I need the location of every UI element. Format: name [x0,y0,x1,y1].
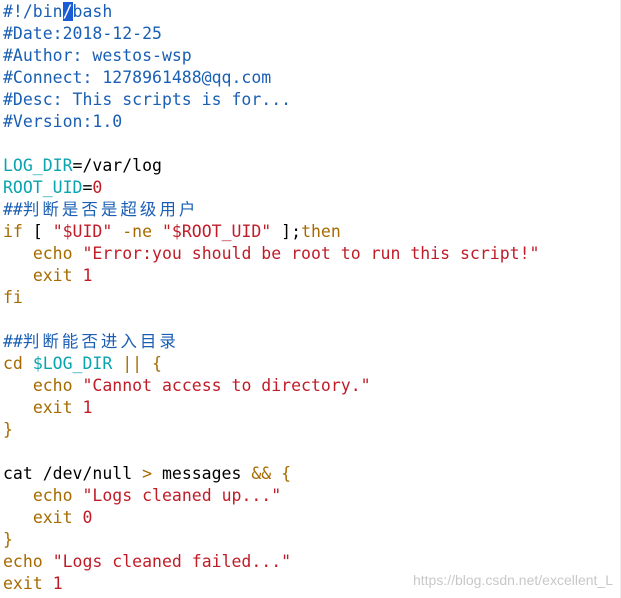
code-token: ROOT_UID [3,178,83,197]
code-line[interactable]: #Desc: This scripts is for... [3,89,621,111]
code-token: [ [22,222,53,241]
code-token [23,354,33,373]
code-token [43,574,53,593]
code-line[interactable]: exit 1 [3,573,621,595]
code-token [3,398,33,417]
code-token [73,486,83,505]
code-token [3,486,33,505]
code-token: 0 [82,508,93,527]
code-line[interactable]: echo "Cannot access to directory." [3,375,621,397]
code-token [3,266,33,285]
code-line[interactable]: #Version:1.0 [3,111,621,133]
code-token: exit [32,266,73,285]
code-token: > [142,464,153,483]
code-token: exit [32,508,73,527]
code-token: if [3,222,23,241]
code-token: LOG_DIR [3,156,73,175]
code-token: #!/bin [3,2,63,21]
code-line[interactable]: } [3,529,621,551]
watermark: https://blog.csdn.net/excellent_L [412,572,613,588]
code-token: exit [3,574,43,593]
code-token: ## [3,200,23,219]
code-token [73,398,83,417]
code-token: =/var/log [72,156,162,175]
code-token [73,244,83,263]
code-line[interactable]: echo "Logs cleaned failed..." [3,551,621,573]
code-token: = [82,178,93,197]
code-token: #Date:2018-12-25 [3,24,162,43]
code-token: "Logs cleaned failed..." [52,552,292,571]
code-token [3,244,33,263]
code-line[interactable]: LOG_DIR=/var/log [3,155,621,177]
code-token: $LOG_DIR [32,354,113,373]
code-line[interactable]: exit 1 [3,265,621,287]
code-token: -ne [112,222,162,241]
code-line[interactable]: #!/bin/bash [3,1,621,23]
code-line[interactable]: #Author: westos-wsp [3,45,621,67]
code-token: echo [32,244,73,263]
code-line[interactable] [3,441,621,463]
code-line[interactable]: exit 1 [3,397,621,419]
code-token: "$UID" [52,222,113,241]
code-token: "Logs cleaned up..." [82,486,282,505]
code-line[interactable]: } [3,419,621,441]
code-token [3,508,33,527]
code-token: 1 [82,266,93,285]
code-line[interactable] [3,133,621,155]
code-token [43,552,53,571]
code-editor[interactable]: #!/bin/bash#Date:2018-12-25#Author: west… [3,1,621,598]
code-token: ## [3,332,23,351]
code-token: #Author: westos-wsp [3,46,192,65]
code-token [3,376,33,395]
code-token: 1 [52,574,63,593]
code-token: fi [3,288,23,307]
code-token: "$ROOT_UID" [161,222,272,241]
code-token: echo [3,552,43,571]
code-token: ]; [271,222,302,241]
code-line[interactable]: echo "Error:you should be root to run th… [3,243,621,265]
code-token: "Error:you should be root to run this sc… [82,244,540,263]
code-token: 1 [82,398,93,417]
code-line[interactable]: ROOT_UID=0 [3,177,621,199]
code-token: 判断是否是超级用户 [22,200,199,219]
code-token: then [301,222,341,241]
code-token: } [3,420,13,439]
code-line[interactable]: ##判断是否是超级用户 [3,199,621,221]
text-cursor: / [62,2,73,21]
code-token: messages [152,464,252,483]
code-token: cd [3,354,23,373]
code-token: #Desc: This scripts is for... [3,90,292,109]
code-token: cat /dev/null [3,464,143,483]
code-line[interactable]: echo "Logs cleaned up..." [3,485,621,507]
code-line[interactable]: ##判断能否进入目录 [3,331,621,353]
code-token: echo [32,376,73,395]
code-token [73,266,83,285]
code-token [73,508,83,527]
code-token: #Version:1.0 [3,112,123,131]
code-token: "Cannot access to directory." [82,376,371,395]
code-line[interactable]: cd $LOG_DIR || { [3,353,621,375]
code-token: 判断能否进入目录 [22,332,179,351]
code-token: exit [32,398,73,417]
code-line[interactable]: #Connect: 1278961488@qq.com [3,67,621,89]
code-token: #Connect: 1278961488@qq.com [3,68,272,87]
code-line[interactable]: cat /dev/null > messages && { [3,463,621,485]
code-token: || { [112,354,162,373]
code-line[interactable] [3,309,621,331]
code-token [73,376,83,395]
code-token: && { [251,464,292,483]
code-line[interactable]: if [ "$UID" -ne "$ROOT_UID" ];then [3,221,621,243]
code-token: echo [32,486,73,505]
code-line[interactable]: exit 0 [3,507,621,529]
code-line[interactable]: #Date:2018-12-25 [3,23,621,45]
code-line[interactable]: fi [3,287,621,309]
code-token: } [3,530,13,549]
code-token: bash [72,2,113,21]
code-token: 0 [92,178,103,197]
